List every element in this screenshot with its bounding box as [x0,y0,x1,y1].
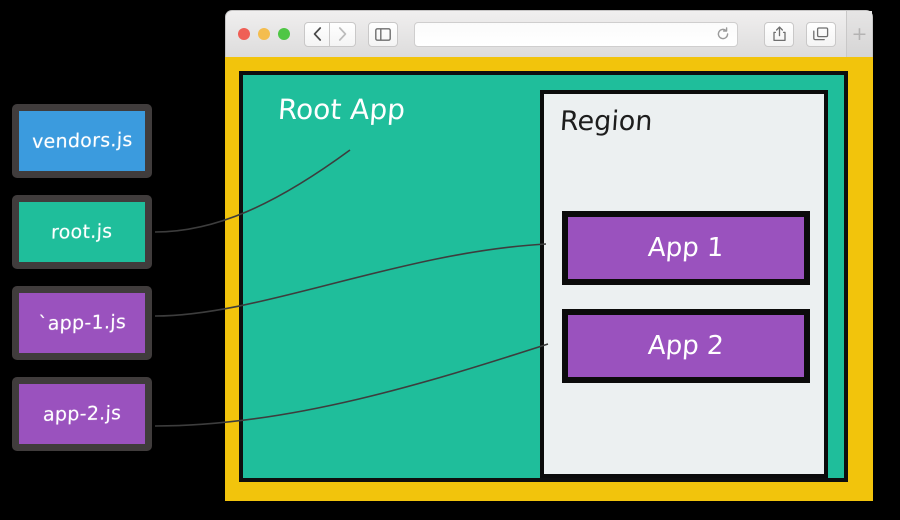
chevron-right-icon [338,27,347,41]
new-tab-button[interactable]: + [846,11,872,57]
root-app-title: Root App [276,93,407,126]
file-box-vendors-js[interactable]: vendors.js [12,104,152,178]
app-1-box[interactable]: App 1 [562,211,810,285]
share-icon [772,26,786,42]
app-1-label: App 1 [647,233,725,263]
sidebar-toggle-button[interactable] [368,21,398,47]
file-box-app-1-js[interactable]: `app-1.js [12,286,152,360]
minimize-button[interactable] [258,28,270,40]
chevron-left-icon [313,27,321,41]
file-box-app-1-js-label: `app-1.js [37,311,127,335]
share-button[interactable] [764,21,794,47]
sidebar-icon [375,27,391,41]
region-container: Region App 1 App 2 [540,90,828,478]
reload-button[interactable] [716,27,730,41]
tabs-icon [813,26,829,40]
nav-button-group [304,21,356,47]
file-box-root-js[interactable]: root.js [12,195,152,269]
root-app-container: Root App Region App 1 App 2 [239,71,848,482]
app-2-box[interactable]: App 2 [562,309,810,383]
file-box-vendors-js-label: vendors.js [31,128,133,154]
tab-overview-button[interactable] [806,21,836,47]
file-box-app-2-js-label: app-2.js [42,402,122,426]
address-bar[interactable] [414,21,738,47]
page-yellow-frame: Root App Region App 1 App 2 [225,57,873,501]
window-traffic-lights [238,28,290,40]
app-2-label: App 2 [647,331,725,361]
forward-button[interactable] [330,21,356,47]
file-box-root-js-label: root.js [50,220,114,244]
reload-icon [717,27,729,40]
toolbar-right-buttons: + [752,11,872,57]
region-title: Region [558,106,654,137]
new-tab-label: + [851,23,868,45]
back-button[interactable] [304,21,330,47]
browser-toolbar: + [225,10,873,57]
zoom-button[interactable] [278,28,290,40]
close-button[interactable] [238,28,250,40]
browser-window: + Root App Region App 1 App 2 [225,10,873,501]
file-box-app-2-js[interactable]: app-2.js [12,377,152,451]
